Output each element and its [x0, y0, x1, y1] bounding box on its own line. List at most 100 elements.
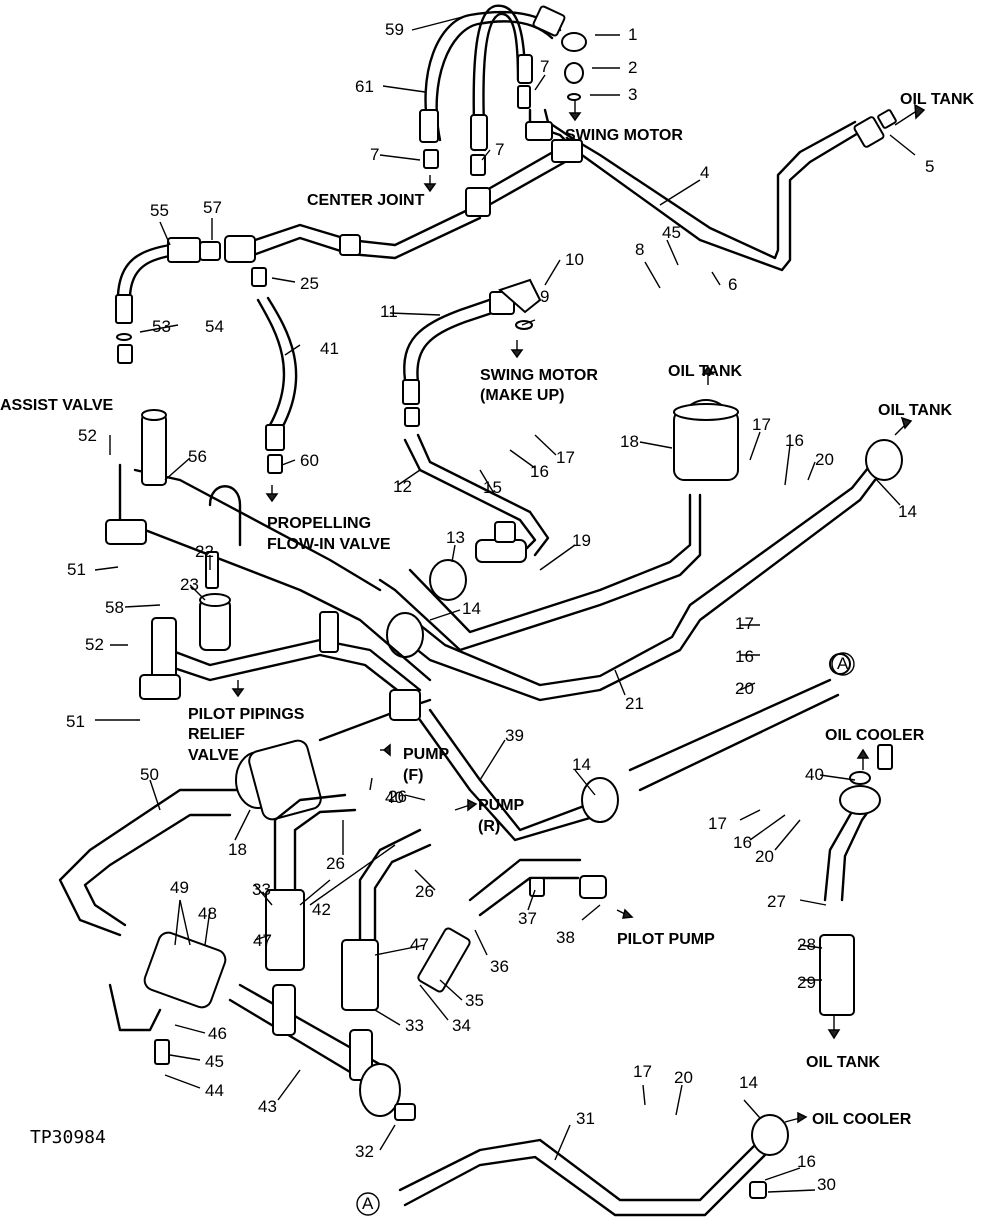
destination-label-swing-motor-makeup-1: SWING MOTOR — [480, 367, 598, 384]
destination-label-swing-motor-makeup-2: (MAKE UP) — [480, 387, 564, 404]
callout-number: 3 — [628, 85, 637, 104]
callout-number: 58 — [105, 598, 124, 617]
swing-tube-4 — [238, 108, 897, 272]
callout-number: 16 — [785, 431, 804, 450]
callout-number: 25 — [300, 274, 319, 293]
destination-label-pilot-2: RELIEF — [188, 726, 245, 743]
destination-label-swing-motor: SWING MOTOR — [565, 127, 683, 144]
callout-number: 28 — [797, 935, 816, 954]
callout-number: 52 — [85, 635, 104, 654]
callout-number: 59 — [385, 20, 404, 39]
callout-number: 45 — [662, 223, 681, 242]
pump-suction-assembly — [58, 739, 607, 1121]
callout-number: 33 — [405, 1016, 424, 1035]
destination-label-propelling-2: FLOW-IN VALVE — [267, 536, 391, 553]
oil-cooler-line-27 — [819, 744, 893, 1016]
callout-number: 21 — [625, 694, 644, 713]
callout-number: 29 — [797, 973, 816, 992]
callout-number: 20 — [815, 450, 834, 469]
destination-label-pilot-3: VALVE — [188, 747, 239, 764]
callout-number: 38 — [556, 928, 575, 947]
destination-label-ref-a-1: A — [837, 654, 849, 673]
callout-number: 39 — [505, 726, 524, 745]
suction-assembly — [105, 399, 903, 742]
callout-number: 19 — [572, 531, 591, 550]
callout-leaders — [94, 14, 916, 1193]
bottom-line-31 — [398, 1114, 789, 1217]
destination-label-oil-tank-2: OIL TANK — [668, 363, 743, 380]
callout-number: 51 — [66, 712, 85, 731]
destination-label-oil-tank-4: OIL TANK — [806, 1054, 881, 1071]
callout-number: 48 — [198, 904, 217, 923]
callout-number: 14 — [462, 599, 481, 618]
callout-number: 55 — [150, 201, 169, 220]
callout-number: 8 — [635, 240, 644, 259]
callout-number: 52 — [78, 426, 97, 445]
callout-number: 16 — [733, 833, 752, 852]
callout-number: 33 — [252, 880, 271, 899]
callout-number: 7 — [540, 57, 549, 76]
destination-label-ref-a-2: A — [362, 1194, 374, 1213]
callout-number: 53 — [152, 317, 171, 336]
destination-label-pilot-pump: PILOT PUMP — [617, 931, 715, 948]
destination-label-pump-r-2: (R) — [478, 818, 500, 835]
callout-number: 27 — [767, 892, 786, 911]
callout-number: 35 — [465, 991, 484, 1010]
callout-number: 26 — [415, 882, 434, 901]
callout-number: 1 — [628, 25, 637, 44]
callout-number: 43 — [258, 1097, 277, 1116]
callout-number: 2 — [628, 58, 637, 77]
swing-makeup-hose-11 — [402, 278, 550, 563]
callout-number: 36 — [490, 957, 509, 976]
callout-number: 7 — [370, 145, 379, 164]
callout-number: 37 — [518, 909, 537, 928]
callout-number: 20 — [735, 679, 754, 698]
callout-number: 14 — [572, 755, 591, 774]
callout-number: 44 — [205, 1081, 224, 1100]
callout-number: 26 — [388, 787, 407, 806]
callout-number: 47 — [410, 935, 429, 954]
callout-number: 9 — [540, 287, 549, 306]
destination-label-oil-cooler-2: OIL COOLER — [812, 1111, 912, 1128]
destination-label-oil-cooler-1: OIL COOLER — [825, 727, 925, 744]
destination-label-pilot-1: PILOT PIPINGS — [188, 706, 305, 723]
callout-number: 11 — [380, 302, 398, 321]
callout-number: 10 — [565, 250, 584, 269]
callout-number: 23 — [180, 575, 199, 594]
callout-number: 31 — [576, 1109, 595, 1128]
callout-number: 17 — [556, 448, 575, 467]
callout-number: 14 — [898, 502, 917, 521]
callout-number: 26 — [326, 854, 345, 873]
callout-number: 16 — [797, 1152, 816, 1171]
callout-number: 46 — [208, 1024, 227, 1043]
callout-number: 18 — [228, 840, 247, 859]
callout-number: 18 — [620, 432, 639, 451]
callout-number: 5 — [925, 157, 934, 176]
destination-label-oil-tank-3: OIL TANK — [878, 402, 953, 419]
callout-number: 15 — [483, 478, 502, 497]
callout-number: 54 — [205, 317, 224, 336]
callout-number: 17 — [735, 614, 754, 633]
callout-number: 60 — [300, 451, 319, 470]
callout-number: 30 — [817, 1175, 836, 1194]
destination-label-propelling-1: PROPELLING — [267, 515, 371, 532]
destination-label-pump-r-1: PUMP — [478, 797, 525, 814]
callout-number: 6 — [728, 275, 737, 294]
callout-number: 7 — [495, 140, 504, 159]
destination-label-center-joint: CENTER JOINT — [307, 192, 425, 209]
assist-hose-55 — [115, 235, 256, 364]
callout-number: 22 — [195, 542, 214, 561]
callout-number: 49 — [170, 878, 189, 897]
callout-number: 40 — [385, 788, 404, 807]
callout-number: 12 — [393, 477, 412, 496]
callout-number: 42 — [312, 900, 331, 919]
callout-number: 50 — [140, 765, 159, 784]
callout-number: 45 — [205, 1052, 224, 1071]
destination-label-oil-tank-1: OIL TANK — [900, 91, 975, 108]
callout-number: 17 — [633, 1062, 652, 1081]
callout-number: 20 — [755, 847, 774, 866]
